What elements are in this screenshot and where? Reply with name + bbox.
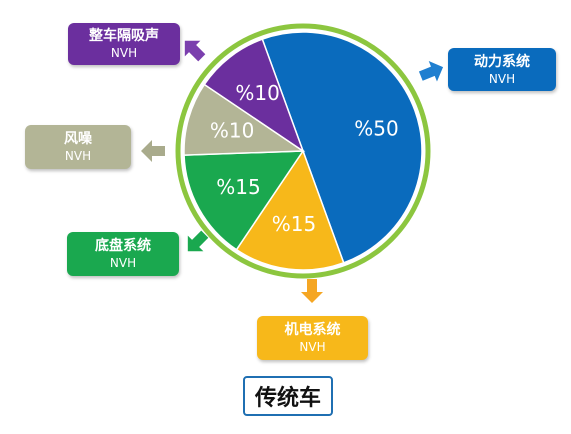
pie-slice-label-4: %10: [210, 119, 254, 143]
pie-slice-2: [235, 149, 345, 271]
mechatronic-title: 机电系统: [284, 322, 341, 338]
powertrain-sub: NVH: [488, 71, 516, 86]
mechatronic-nvh-box: 机电系统 NVH: [257, 316, 368, 360]
insulation-nvh-box: 整车隔吸声 NVH: [68, 23, 180, 65]
insulation-title: 整车隔吸声: [89, 28, 159, 44]
wind-title: 风噪: [64, 131, 92, 147]
insulation-sub: NVH: [110, 46, 138, 60]
chassis-sub: NVH: [109, 256, 137, 270]
pie-labels: %50 %15 %15 %10 %10: [210, 81, 399, 236]
powertrain-nvh-box: 动力系统 NVH: [448, 48, 556, 91]
powertrain-arrow-icon: [418, 61, 444, 82]
arrows-group: [141, 40, 444, 303]
pie-slice-label-3: %15: [216, 175, 260, 199]
chassis-nvh-box: 底盘系统 NVH: [67, 232, 179, 276]
mechatronic-sub: NVH: [299, 340, 326, 354]
pie-slice-label-2: %15: [272, 212, 316, 236]
pie-slice-label-1: %50: [354, 117, 398, 141]
powertrain-title: 动力系统: [474, 53, 530, 70]
pie-ring: [175, 23, 431, 279]
insulation-arrow-icon: [184, 40, 206, 62]
pie-slice-label-5: %10: [235, 81, 279, 105]
mechatronic-arrow-icon: [301, 279, 323, 303]
wind-arrow-icon: [141, 140, 165, 162]
caption-label: 传统车: [243, 376, 333, 416]
chassis-arrow-icon: [187, 230, 209, 252]
pie-slices: [183, 31, 423, 271]
wind-noise-nvh-box: 风噪 NVH: [25, 125, 131, 169]
pie-slice-4: [183, 83, 306, 156]
pie-slice-1: [261, 31, 423, 264]
chassis-title: 底盘系统: [95, 238, 151, 254]
pie-slice-5: [203, 38, 305, 153]
pie-slice-3: [183, 150, 305, 251]
wind-sub: NVH: [64, 149, 92, 163]
